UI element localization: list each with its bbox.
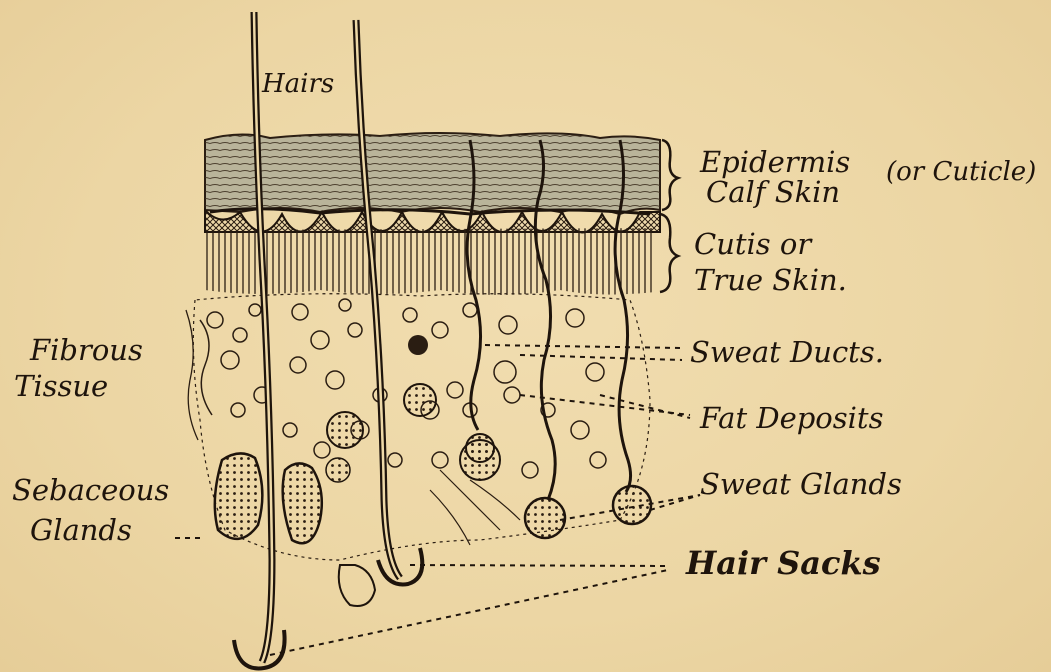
label-glands: Glands — [30, 513, 132, 547]
label-sebaceous: Sebaceous — [12, 473, 169, 507]
label-hair-sacks: Hair Sacks — [685, 544, 881, 582]
label-calf-skin: Calf Skin — [706, 175, 840, 209]
hair-follicle-bulb — [339, 565, 375, 606]
braces — [660, 140, 678, 292]
cutis-layer — [205, 228, 655, 295]
label-cutis-or: Cutis or — [694, 227, 813, 261]
label-tissue: Tissue — [14, 369, 108, 403]
label-fat-deposits: Fat Deposits — [699, 401, 883, 435]
label-hairs: Hairs — [261, 69, 334, 99]
label-sweat-glands: Sweat Glands — [700, 467, 902, 501]
epidermis-layer — [205, 133, 660, 214]
label-true-skin: True Skin. — [694, 263, 847, 297]
label-or-cuticle: (or Cuticle) — [886, 157, 1036, 187]
label-fibrous: Fibrous — [29, 333, 143, 367]
label-epidermis: Epidermis — [699, 145, 850, 179]
label-sweat-ducts: Sweat Ducts. — [690, 335, 884, 369]
hair-shafts — [234, 12, 422, 668]
